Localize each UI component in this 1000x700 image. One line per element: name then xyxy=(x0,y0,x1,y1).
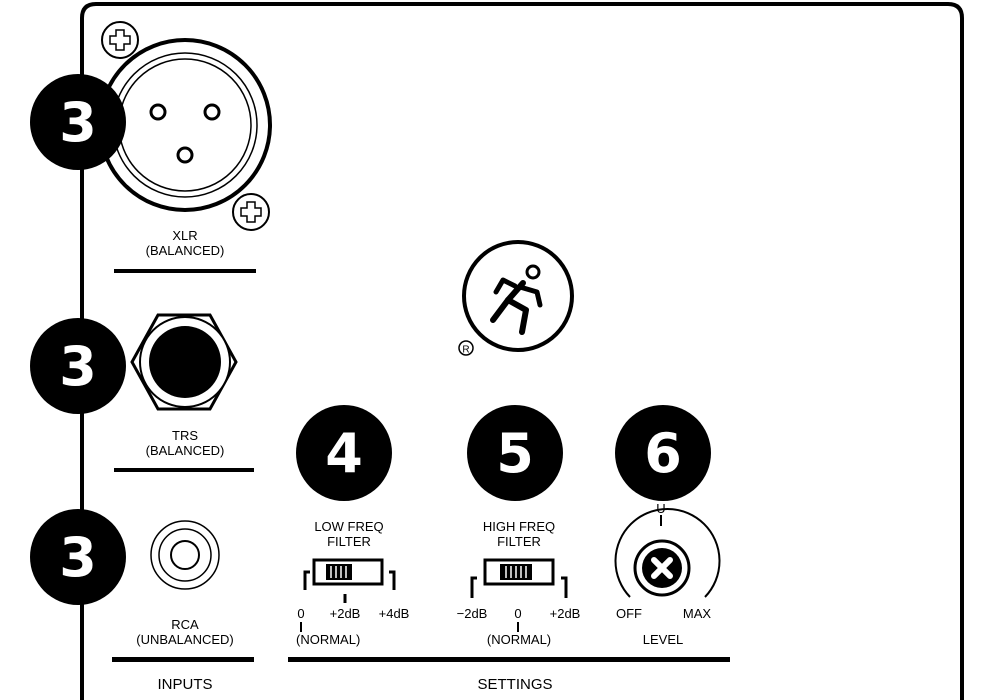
bracket-right xyxy=(389,570,396,590)
xlr-sublabel: (BALANCED) xyxy=(145,243,225,258)
tick-label: −2dB xyxy=(456,606,488,621)
tick-label: +4dB xyxy=(378,606,410,621)
rca-label: RCA xyxy=(171,617,199,632)
bracket-left xyxy=(470,576,477,598)
tick-label: +2dB xyxy=(549,606,581,621)
high-freq-filter-switch[interactable] xyxy=(483,558,555,586)
tick-label: 0 xyxy=(514,606,522,621)
registered-letter: R xyxy=(462,345,469,356)
callout-badge: 5 xyxy=(467,405,563,501)
callout-badge: 3 xyxy=(30,74,126,170)
bracket-left xyxy=(303,570,310,590)
settings-section-label: SETTINGS xyxy=(477,676,553,693)
trs-jack[interactable] xyxy=(130,313,238,411)
normal-note: (NORMAL) xyxy=(486,632,552,647)
callout-badge: 3 xyxy=(30,509,126,605)
xlr-label: XLR xyxy=(172,228,198,243)
screw-icon xyxy=(232,193,270,231)
tick-label: +2dB xyxy=(329,606,361,621)
tick-label: 0 xyxy=(297,606,305,621)
divider-line xyxy=(114,269,256,273)
level-min-label: OFF xyxy=(616,606,642,621)
rca-sublabel: (UNBALANCED) xyxy=(136,632,234,647)
level-knob[interactable] xyxy=(633,539,691,597)
rca-jack[interactable] xyxy=(150,520,220,590)
bracket-right xyxy=(561,576,568,598)
low-freq-title: LOW FREQ xyxy=(314,519,384,534)
high-freq-subtitle: FILTER xyxy=(497,534,541,549)
normal-note: (NORMAL) xyxy=(296,632,361,647)
settings-section-line xyxy=(288,657,730,662)
level-scale-arc xyxy=(614,508,721,598)
inputs-section-line xyxy=(112,657,254,662)
level-max-label: MAX xyxy=(682,606,712,621)
callout-badge: 4 xyxy=(296,405,392,501)
divider-line xyxy=(114,468,254,472)
level-unity-label: U xyxy=(656,501,666,516)
panel-outline xyxy=(80,2,964,700)
running-man-icon xyxy=(462,240,574,352)
trs-label: TRS xyxy=(172,428,198,443)
level-label: LEVEL xyxy=(642,632,684,647)
high-freq-title: HIGH FREQ xyxy=(482,519,556,534)
xlr-jack[interactable] xyxy=(98,38,272,212)
callout-badge: 6 xyxy=(615,405,711,501)
screw-icon xyxy=(101,21,139,59)
callout-badge: 3 xyxy=(30,318,126,414)
trs-sublabel: (BALANCED) xyxy=(145,443,225,458)
low-freq-filter-switch[interactable] xyxy=(312,558,384,586)
low-freq-subtitle: FILTER xyxy=(327,534,371,549)
inputs-section-label: INPUTS xyxy=(157,676,213,693)
registered-mark xyxy=(458,340,474,356)
